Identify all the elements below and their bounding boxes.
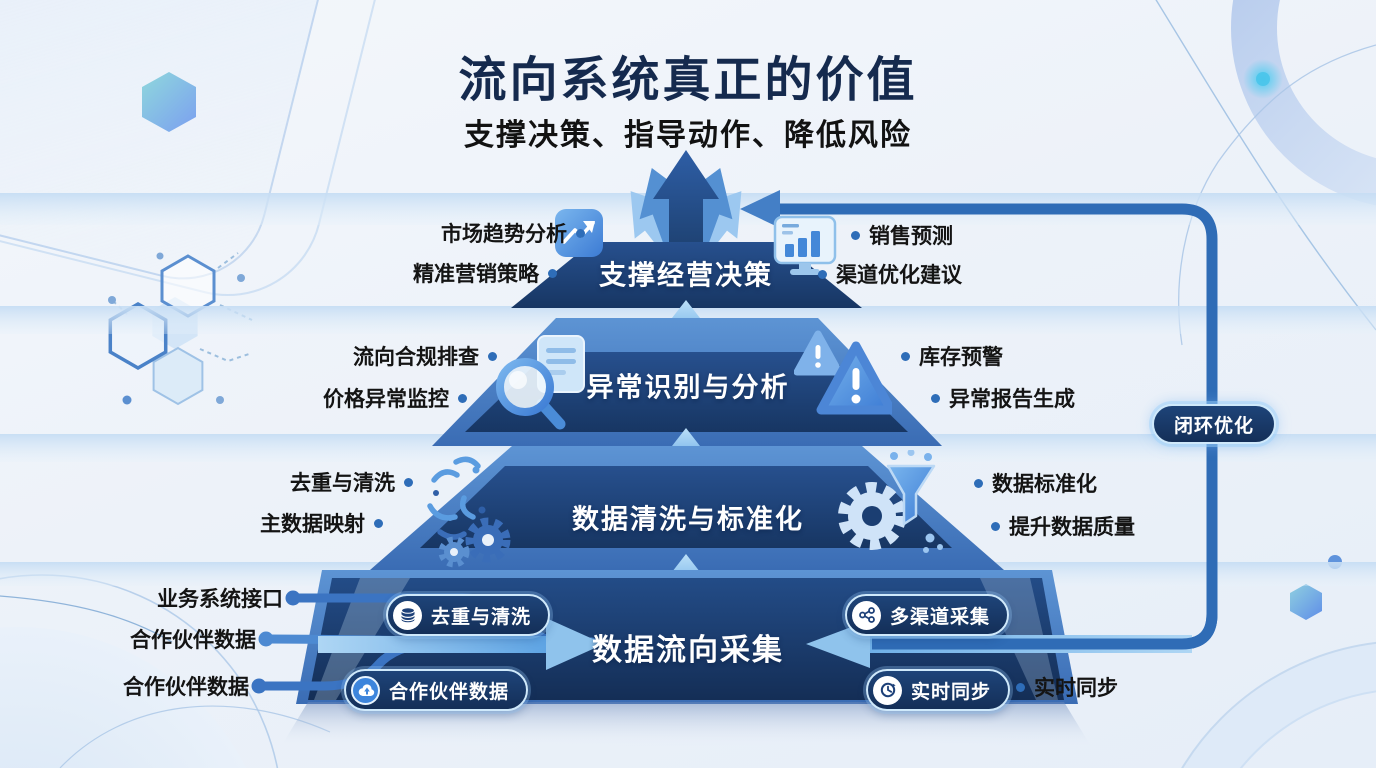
bullet-dot [374, 518, 383, 528]
bullet-dot [548, 268, 557, 278]
annotation-sales-forecast: 销售预测 [851, 220, 953, 250]
annotation-text: 数据标准化 [992, 473, 1097, 496]
bullet-dot [901, 351, 910, 361]
annotation-data-quality: 提升数据质量 [991, 511, 1135, 541]
badge-multichannel: 多渠道采集 [845, 594, 1010, 636]
annotation-text: 异常报告生成 [949, 388, 1075, 411]
annotation-channel-optimization: 渠道优化建议 [818, 259, 962, 289]
source-business-system: 业务系统接口 [157, 588, 283, 611]
annotation-text: 主数据映射 [260, 513, 365, 536]
inflow-arrow-left [318, 618, 604, 670]
annotation-text: 渠道优化建议 [836, 264, 962, 287]
badge-closed-loop: 闭环优化 [1152, 404, 1277, 444]
decor-hexagon-bottomright [1290, 584, 1322, 620]
layer-label-anomaly: 异常识别与分析 [586, 372, 790, 403]
annotation-price-monitor: 价格异常监控 [323, 383, 467, 413]
cloud-upload-icon [351, 675, 380, 705]
bullet-dot [576, 228, 585, 238]
annotation-master-data-mapping: 主数据映射 [260, 508, 383, 538]
inflow-arrow-right [806, 600, 1218, 668]
layer-label-cleaning: 数据清洗与标准化 [572, 504, 804, 535]
annotation-text: 流向合规排查 [353, 346, 479, 369]
annotation-text: 销售预测 [869, 225, 953, 248]
bullet-dot [931, 393, 940, 403]
share-nodes-icon [852, 600, 881, 630]
badge-label: 实时同步 [911, 681, 992, 703]
layer3-shape [420, 466, 952, 548]
annotation-text: 精准营销策略 [413, 263, 539, 286]
annotation-text: 市场趋势分析 [441, 223, 567, 246]
annotation-market-trend: 市场趋势分析 [441, 218, 585, 248]
badge-label: 合作伙伴数据 [389, 681, 510, 703]
annotation-text: 库存预警 [919, 346, 1003, 369]
badge-partner-data: 合作伙伴数据 [344, 669, 529, 711]
bullet-dot [404, 477, 413, 487]
annotation-text: 实时同步 [1034, 677, 1118, 700]
annotation-data-standardization: 数据标准化 [974, 468, 1097, 498]
pyramid-reflection [280, 702, 1092, 748]
annotation-inventory-warning: 库存预警 [901, 341, 1003, 371]
annotation-text: 去重与清洗 [290, 472, 395, 495]
badge-realtime-sync: 实时同步 [866, 669, 1011, 711]
decor-hexagon-topleft [142, 72, 196, 132]
annotation-text: 价格异常监控 [323, 388, 449, 411]
bullet-dot [488, 351, 497, 361]
badge-label: 闭环优化 [1174, 415, 1255, 437]
bullet-dot [974, 478, 983, 488]
bullet-dot [991, 521, 1000, 531]
source-dots [251, 590, 301, 694]
annotation-text: 提升数据质量 [1009, 516, 1135, 539]
source-partner-data-1: 合作伙伴数据 [130, 629, 256, 652]
layer-label-collection: 数据流向采集 [592, 634, 784, 667]
page-title: 流向系统真正的价值 [458, 54, 918, 107]
bullet-dot [1016, 682, 1025, 692]
bullet-dot [458, 393, 467, 403]
annotation-dedupe-clean: 去重与清洗 [290, 467, 413, 497]
annotation-compliance-check: 流向合规排查 [353, 341, 497, 371]
bullet-dot [818, 269, 827, 279]
annotation-marketing-strategy: 精准营销策略 [413, 258, 557, 288]
clock-sync-icon [873, 675, 902, 705]
annotation-anomaly-report: 异常报告生成 [931, 383, 1075, 413]
bullet-dot [851, 230, 860, 240]
decor-bottomright-ring [1181, 555, 1376, 768]
layer-label-decision: 支撑经营决策 [599, 260, 773, 291]
badge-label: 多渠道采集 [890, 606, 991, 628]
decor-topright-ring [1155, 0, 1376, 346]
annotation-realtime-sync: 实时同步 [1016, 672, 1118, 702]
badge-label: 去重与清洗 [431, 606, 532, 628]
badge-dedupe-clean: 去重与清洗 [386, 594, 551, 636]
source-partner-data-2: 合作伙伴数据 [123, 676, 249, 699]
database-icon [393, 600, 422, 630]
page-subtitle: 支撑决策、指导动作、降低风险 [464, 119, 912, 152]
